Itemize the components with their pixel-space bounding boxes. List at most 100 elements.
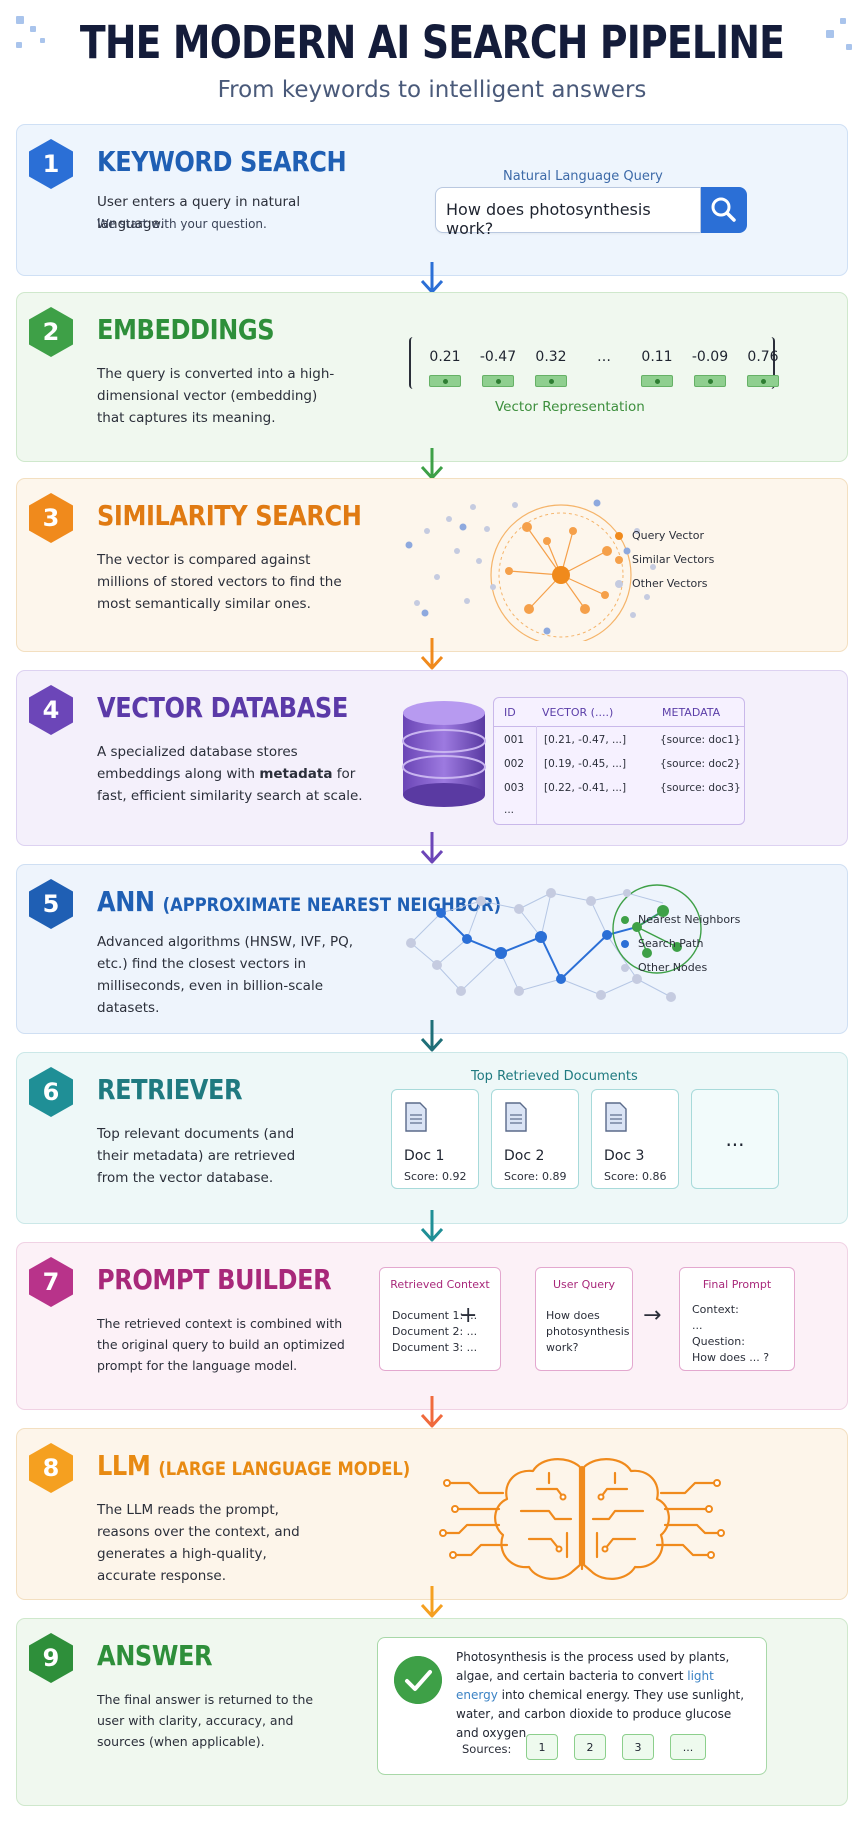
- query-input[interactable]: How does photosynthesis work?: [435, 187, 701, 238]
- flow-arrow-icon: [420, 1020, 444, 1052]
- source-chip[interactable]: 3: [622, 1734, 654, 1760]
- vector-value: 0.32: [535, 349, 567, 365]
- box-line: Context:: [692, 1303, 739, 1316]
- step-description: The query is converted into a high-dimen…: [97, 366, 335, 426]
- doc-card[interactable]: Doc 1 Score: 0.92: [391, 1089, 479, 1189]
- answer-part: Photosynthesis is the process used by pl…: [456, 1650, 730, 1683]
- step-embeddings: 2 EMBEDDINGS The query is converted into…: [16, 292, 848, 462]
- table-cell: ...: [504, 804, 515, 816]
- box-line: Document 2: ...: [392, 1325, 478, 1338]
- doc-card[interactable]: Doc 3 Score: 0.86: [591, 1089, 679, 1189]
- source-chip[interactable]: 1: [526, 1734, 558, 1760]
- legend-other-vectors: Other Vectors: [615, 577, 708, 590]
- box-title: User Query: [553, 1278, 615, 1291]
- vector-label: Vector Representation: [495, 399, 645, 415]
- step-title: RETRIEVER: [97, 1073, 243, 1106]
- legend-dot: [615, 531, 623, 540]
- answer-box: Photosynthesis is the process used by pl…: [377, 1637, 767, 1775]
- box-line: How does ... ?: [692, 1351, 770, 1364]
- source-chip[interactable]: ...: [670, 1734, 706, 1760]
- step-number-badge: 5: [29, 879, 73, 929]
- step-description: The retrieved context is combined with t…: [97, 1316, 345, 1373]
- brain-circuit-icon: [439, 1458, 725, 1580]
- title-small: (LARGE LANGUAGE MODEL): [158, 1458, 411, 1480]
- box-line: How does: [546, 1309, 600, 1322]
- step-description: Top relevant documents (and their metada…: [97, 1126, 296, 1186]
- box-title: Final Prompt: [702, 1278, 772, 1291]
- vector-value: …: [597, 349, 611, 365]
- step-description: Advanced algorithms (HNSW, IVF, PQ, etc.…: [97, 934, 354, 1016]
- query-label: Natural Language Query: [503, 169, 663, 184]
- flow-arrow-icon: [420, 832, 444, 864]
- vector-value: 0.11: [641, 349, 673, 365]
- check-circle-icon: [394, 1656, 442, 1704]
- table-cell: {source: doc3}: [660, 782, 741, 794]
- sources-label: Sources:: [462, 1742, 512, 1756]
- flow-arrow-icon: [420, 262, 444, 294]
- step-ann: 5 ANN (APPROXIMATE NEAREST NEIGHBOR) Adv…: [16, 864, 848, 1034]
- document-icon: [405, 1102, 427, 1132]
- step-vector-database: 4 VECTOR DATABASE A specialized database…: [16, 670, 848, 846]
- answer-highlight: light energy: [456, 1669, 714, 1702]
- step-title: EMBEDDINGS: [97, 313, 275, 346]
- step-description: The vector is compared against millions …: [97, 552, 342, 612]
- doc-card[interactable]: Doc 2 Score: 0.89: [491, 1089, 579, 1189]
- title-small: (APPROXIMATE NEAREST NEIGHBOR): [162, 894, 502, 916]
- step-title: VECTOR DATABASE: [97, 691, 348, 724]
- document-icon: [505, 1102, 527, 1132]
- step-title: SIMILARITY SEARCH: [97, 499, 362, 532]
- ann-graph-diagram: [406, 884, 702, 1002]
- table-cell: {source: doc2}: [660, 758, 741, 770]
- table-cell: [0.21, -0.47, ...]: [544, 734, 627, 746]
- vector-bar: [641, 375, 673, 387]
- final-prompt-box: Final Prompt Context: ... Question: How …: [679, 1267, 795, 1371]
- search-button[interactable]: [701, 187, 747, 233]
- box-title: Retrieved Context: [390, 1278, 490, 1291]
- decor-square: [30, 26, 36, 32]
- flow-arrow-icon: [420, 1396, 444, 1428]
- answer-text: Photosynthesis is the process used by pl…: [456, 1648, 756, 1743]
- box-line: Document 3: ...: [392, 1341, 478, 1354]
- step-title: PROMPT BUILDER: [97, 1263, 332, 1296]
- plus-icon: +: [459, 1303, 478, 1328]
- table-cell: [0.22, -0.41, ...]: [544, 782, 627, 794]
- page-subtitle: From keywords to intelligent answers: [217, 77, 647, 103]
- decor-square: [826, 30, 834, 38]
- vector-bar: [694, 375, 726, 387]
- table-header-vector: VECTOR (....): [542, 706, 614, 719]
- box-body: Document 1: ... Document 2: ... Document…: [392, 1308, 477, 1356]
- step-number-badge: 3: [29, 493, 73, 543]
- doc-name: Doc 1: [404, 1148, 445, 1164]
- legend-dot: [621, 915, 629, 924]
- step-number-badge: 7: [29, 1257, 73, 1307]
- title-main: ANN: [97, 885, 155, 918]
- more-docs-card[interactable]: ...: [691, 1089, 779, 1189]
- step-prompt-builder: 7 PROMPT BUILDER The retrieved context i…: [16, 1242, 848, 1410]
- legend-label: Nearest Neighbors: [638, 913, 741, 926]
- user-query-box: User Query How does photosynthesis work?: [535, 1267, 633, 1371]
- table-cell: 003: [504, 782, 525, 794]
- vector-value: -0.09: [691, 349, 729, 365]
- legend-label: Similar Vectors: [632, 553, 715, 566]
- decor-square: [16, 16, 24, 24]
- vector-table: ID VECTOR (....) METADATA 001 [0.21, -0.…: [493, 697, 745, 825]
- header: THE MODERN AI SEARCH PIPELINE From keywo…: [0, 0, 864, 120]
- step-title: ANSWER: [97, 1639, 213, 1672]
- doc-name: Doc 2: [504, 1148, 545, 1164]
- desc-text: for fast, efficient similarity search at…: [97, 766, 363, 804]
- database-icon: [402, 701, 486, 807]
- step-title: KEYWORD SEARCH: [97, 145, 347, 178]
- flow-arrow-icon: [420, 1210, 444, 1242]
- legend-other-nodes: Other Nodes: [621, 961, 707, 974]
- desc-emphasis: metadata: [259, 766, 333, 782]
- legend-search-path: Search Path: [621, 937, 703, 950]
- source-chip[interactable]: 2: [574, 1734, 606, 1760]
- arrow-right-icon: →: [643, 1303, 662, 1328]
- title-main: LLM: [97, 1449, 151, 1482]
- table-cell: 001: [504, 734, 525, 746]
- similarity-scatter-diagram: [405, 499, 656, 641]
- desc-text: A specialized database stores embeddings…: [97, 744, 298, 782]
- box-line: ...: [692, 1319, 703, 1332]
- retrieved-context-box: Retrieved Context Document 1: ... Docume…: [379, 1267, 501, 1371]
- legend-nearest-neighbors: Nearest Neighbors: [621, 913, 740, 926]
